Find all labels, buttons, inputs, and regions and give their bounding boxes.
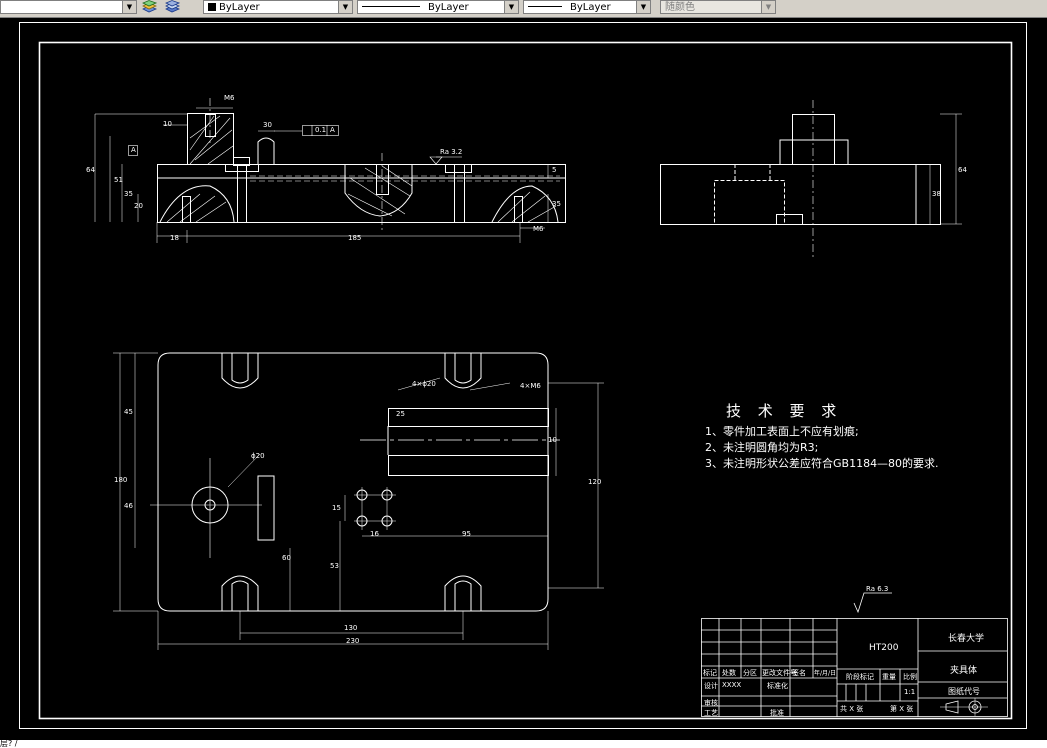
- requirement-3: 3、未注明形状公差应符合GB1184—80的要求.: [705, 457, 939, 470]
- dim-label: 30: [263, 121, 272, 129]
- drawing-code-label: 图纸代号: [948, 687, 980, 696]
- school-label: 长春大学: [948, 634, 985, 644]
- dim-label: 53: [330, 562, 339, 570]
- scale-label: 比例: [903, 673, 917, 681]
- plan-view: [113, 352, 604, 650]
- inner-border: [38, 41, 1013, 720]
- title-block: [701, 618, 1008, 717]
- zone-label: 分区: [743, 669, 757, 677]
- process-label: 工艺: [704, 709, 718, 717]
- requirement-2: 2、未注明圆角均为R3;: [705, 441, 819, 454]
- dim-label: 64: [86, 166, 95, 174]
- material-label: HT200: [869, 643, 899, 653]
- dim-label: 20: [134, 202, 143, 210]
- datum-label: A: [131, 146, 136, 154]
- dim-label: 25: [396, 410, 405, 418]
- lineweight-preview: [528, 6, 562, 7]
- chevron-down-icon[interactable]: ▼: [338, 1, 352, 13]
- layer-combo-tail[interactable]: ▼: [0, 0, 137, 14]
- color-swatch: [208, 3, 216, 11]
- standard-label: 标准化: [767, 682, 788, 690]
- lineweight-combo[interactable]: ByLayer ▼: [523, 0, 651, 14]
- date-label: 年/月/日: [814, 670, 837, 677]
- stage-label: 阶段标记: [846, 673, 874, 681]
- dim-label: 120: [588, 478, 602, 486]
- dim-label: 10: [548, 436, 557, 444]
- dim-label: 185: [348, 234, 362, 242]
- dim-label: 45: [124, 408, 133, 416]
- plotstyle-value: 随颜色: [665, 2, 695, 13]
- linetype-combo[interactable]: ByLayer ▼: [357, 0, 519, 14]
- dim-label: 46: [124, 502, 133, 510]
- technical-requirements-title: 技 术 要 求: [726, 402, 843, 420]
- chevron-down-icon[interactable]: ▼: [636, 1, 650, 13]
- roughness-label: Ra 6.3: [866, 585, 889, 593]
- chevron-down-icon[interactable]: ▼: [122, 1, 136, 13]
- dim-label: ɸ20: [251, 452, 265, 460]
- dim-label: 18: [170, 234, 179, 242]
- dim-label: 4×ɸ20: [412, 380, 436, 388]
- dim-label: 60: [282, 554, 291, 562]
- dim-label: 0.1: [315, 126, 327, 134]
- color-value: ByLayer: [219, 2, 260, 13]
- part-name-label: 夹具体: [950, 666, 978, 676]
- design-name: XXXX: [722, 681, 742, 689]
- design-label: 设计: [704, 682, 718, 690]
- drawing-canvas[interactable]: M6 10 30 0.1 A A Ra 3.2 64 51 35 20 5 35…: [0, 18, 1047, 740]
- front-view: [94, 98, 566, 243]
- dim-label: 15: [332, 504, 341, 512]
- dim-label: 16: [370, 530, 379, 538]
- linetype-preview: [362, 6, 420, 7]
- chevron-down-icon[interactable]: ▼: [504, 1, 518, 13]
- roughness-symbol: [853, 592, 892, 614]
- dim-label: 35: [552, 200, 561, 208]
- properties-toolbar: ▼ ByLayer ▼ ByLayer ▼ ByLayer ▼ 随颜色 ▼: [0, 0, 1047, 18]
- lineweight-value: ByLayer: [570, 2, 611, 13]
- sheet-number: 第 X 张: [890, 705, 914, 713]
- count-label: 处数: [722, 669, 736, 677]
- weight-label: 重量: [882, 673, 896, 681]
- datum-label: A: [330, 126, 335, 134]
- dim-label: 95: [462, 530, 471, 538]
- roughness-label: Ra 3.2: [440, 148, 463, 156]
- command-line[interactable]: 层? /: [0, 740, 1047, 748]
- cad-drawing: [19, 22, 1027, 729]
- dim-label: M6: [533, 225, 544, 233]
- outer-border: [19, 22, 1027, 729]
- plotstyle-combo[interactable]: 随颜色 ▼: [660, 0, 776, 14]
- review-label: 审核: [704, 699, 718, 707]
- sheet-total: 共 X 张: [840, 705, 864, 713]
- file-label: 更改文件号: [762, 669, 797, 677]
- color-combo[interactable]: ByLayer ▼: [203, 0, 353, 14]
- dim-label: M6: [224, 94, 235, 102]
- side-view: [660, 100, 962, 258]
- approve-label: 批准: [770, 709, 784, 717]
- layers-icon[interactable]: [142, 0, 157, 14]
- dim-label: 35: [124, 190, 133, 198]
- dim-label: 130: [344, 624, 358, 632]
- dim-label: 51: [114, 176, 123, 184]
- dim-label: 5: [552, 166, 557, 174]
- requirement-1: 1、零件加工表面上不应有划痕;: [705, 425, 859, 438]
- dim-label: 180: [114, 476, 128, 484]
- layer-states-icon[interactable]: [165, 0, 180, 14]
- dim-label: 4×M6: [520, 382, 541, 390]
- dim-label: 10: [163, 120, 172, 128]
- sign-label: 签名: [792, 669, 806, 677]
- command-line-text: 层? /: [0, 740, 18, 748]
- dim-label: 64: [958, 166, 967, 174]
- linetype-value: ByLayer: [428, 2, 469, 13]
- dim-label: 38: [932, 190, 941, 198]
- chevron-down-icon[interactable]: ▼: [761, 1, 775, 13]
- dim-label: 230: [346, 637, 360, 645]
- mark-label: 标记: [703, 669, 717, 677]
- scale-value: 1:1: [904, 688, 916, 696]
